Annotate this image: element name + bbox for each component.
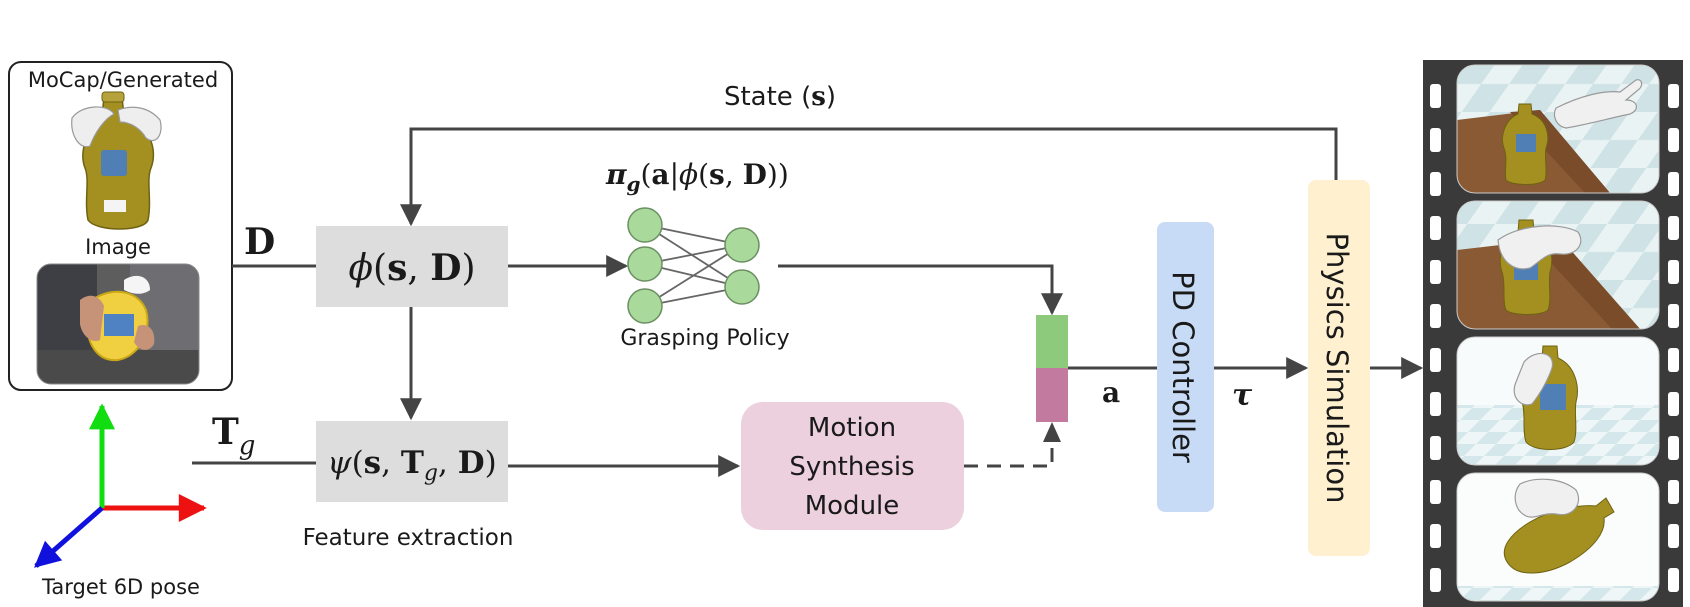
- image-caption: Image: [85, 235, 151, 259]
- pd-controller: PD Controller: [1157, 222, 1214, 512]
- motion-line-3: Module: [805, 491, 900, 521]
- policy-node: [627, 246, 663, 282]
- state-loop: [400, 127, 1338, 227]
- sim-frame-2: [1457, 201, 1659, 329]
- tg-label: Tg: [212, 411, 255, 461]
- mocap-caption: MoCap/Generated: [28, 68, 218, 92]
- policy-caption: Grasping Policy: [620, 326, 789, 351]
- d-label: D: [244, 221, 275, 263]
- physics-simulation-label: Physics Simulation: [1320, 233, 1354, 504]
- sim-frame-3: [1457, 337, 1659, 465]
- mocap-bottle-illustration: [71, 91, 162, 230]
- film-sprocket-holes: [1430, 84, 1679, 592]
- policy-formula: πg(a|ϕ(s, D)): [605, 158, 789, 196]
- film-strip: [1423, 60, 1683, 607]
- sim-frame-4: [1457, 473, 1659, 601]
- psi-formula: ψ(s, Tg, D): [327, 445, 496, 486]
- physics-simulation: Physics Simulation: [1308, 180, 1370, 556]
- policy-to-concat-arrow: [778, 264, 1063, 316]
- input-photo: [37, 264, 199, 384]
- pd-controller-label: PD Controller: [1166, 271, 1200, 463]
- motion-to-concat-arrowhead: [1043, 422, 1061, 442]
- policy-node: [724, 227, 760, 263]
- motion-line-1: Motion: [808, 413, 896, 443]
- sim-frame-1: [1457, 65, 1659, 193]
- policy-node: [724, 269, 760, 305]
- pose-caption: Target 6D pose: [41, 575, 200, 599]
- feature-caption: Feature extraction: [303, 525, 514, 551]
- motion-to-concat-dashed: [964, 424, 1054, 468]
- state-label: State (s): [724, 82, 836, 112]
- tau-label: τ: [1232, 378, 1253, 413]
- z-axis: [34, 506, 104, 568]
- input-panel: MoCap/Generated Image: [8, 61, 233, 391]
- pose-axes: [34, 403, 207, 568]
- policy-network: [627, 207, 760, 324]
- policy-node: [627, 207, 663, 243]
- phi-formula: ϕ(s, D): [348, 247, 475, 289]
- motion-line-2: Synthesis: [789, 452, 914, 482]
- psi-box: ψ(s, Tg, D): [316, 421, 508, 502]
- motion-synthesis-module: Motion Synthesis Module: [741, 402, 964, 530]
- policy-node: [627, 288, 663, 324]
- phi-box: ϕ(s, D): [316, 226, 508, 307]
- a-label: a: [1102, 376, 1120, 409]
- action-concat: [1036, 315, 1068, 422]
